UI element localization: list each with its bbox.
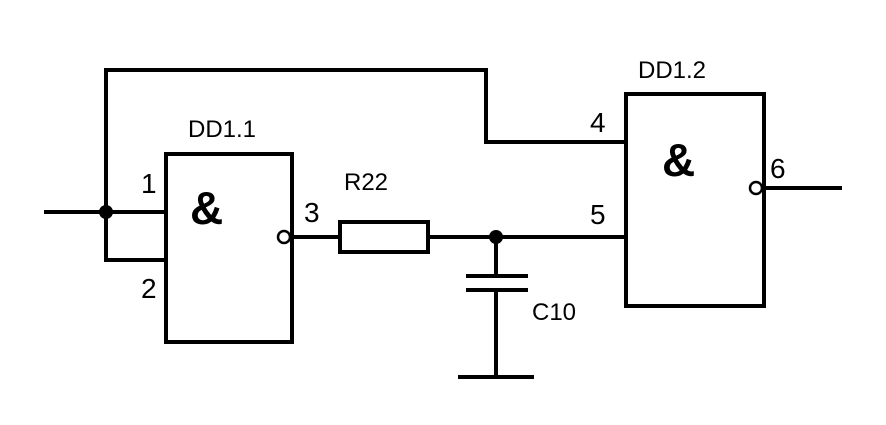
pin-3-label: 3 (304, 197, 320, 228)
gate-dd1-2-symbol: & (662, 134, 695, 186)
pin-1-label: 1 (141, 168, 157, 199)
gate-dd1-1 (164, 152, 294, 344)
pin-6-label: 6 (770, 153, 786, 184)
gate-dd1-1-symbol: & (190, 182, 223, 234)
gate-dd1-1-label: DD1.1 (188, 116, 256, 143)
resistor-label: R22 (344, 169, 388, 196)
gate-dd1-1-inversion-bubble (276, 229, 292, 245)
pin-5-label: 5 (590, 199, 606, 230)
gate-dd1-2-inversion-bubble (748, 180, 764, 196)
pin2-wire (104, 210, 168, 262)
capacitor-label: C10 (532, 299, 576, 326)
pin-4-label: 4 (590, 107, 606, 138)
input-junction-dot (99, 205, 113, 219)
resistor-r22 (338, 220, 430, 254)
gate-dd1-2 (624, 92, 766, 308)
pin-2-label: 2 (141, 273, 157, 304)
gate-dd1-2-label: DD1.2 (638, 57, 706, 84)
feedback-wire (104, 68, 628, 214)
